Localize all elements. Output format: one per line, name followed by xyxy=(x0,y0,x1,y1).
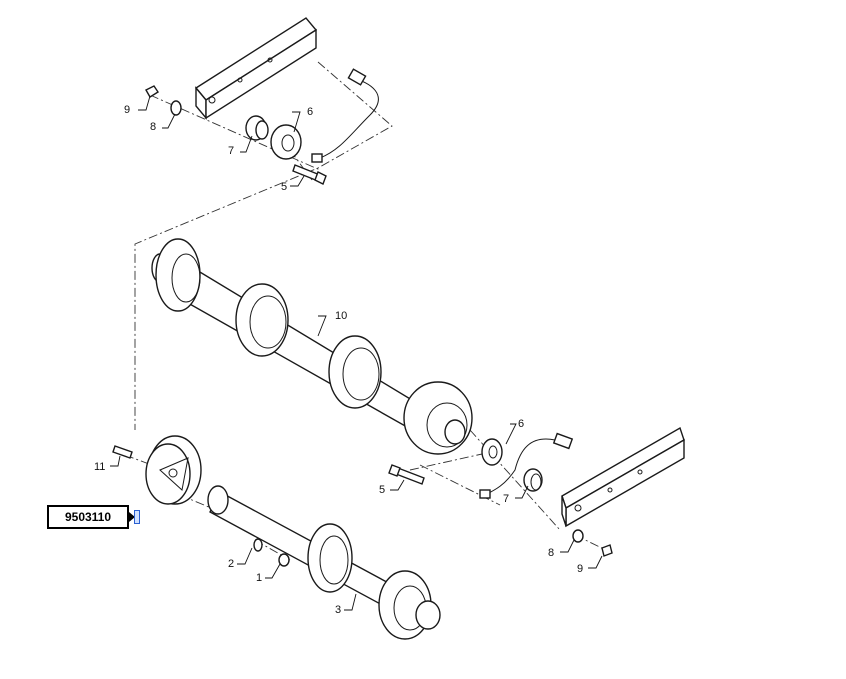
main-roller-shaft xyxy=(151,238,473,455)
label-8-top: 8 xyxy=(150,121,156,133)
bottom-right-hardware xyxy=(572,529,613,557)
lower-shaft xyxy=(207,485,441,640)
label-7-top: 7 xyxy=(228,145,234,157)
label-5-right: 5 xyxy=(379,484,385,496)
label-5-top: 5 xyxy=(281,181,287,193)
right-frame-bracket xyxy=(561,426,685,528)
top-frame-bracket xyxy=(194,17,318,120)
part-number-callout[interactable]: 9503110 xyxy=(47,505,129,529)
part-4-marker[interactable] xyxy=(134,510,140,524)
right-sensor-cable xyxy=(479,432,574,499)
end-hub xyxy=(112,435,202,505)
label-9-bottom: 9 xyxy=(577,563,583,575)
label-10: 10 xyxy=(335,310,347,322)
top-sensor-cable xyxy=(311,68,379,163)
callout-arrow-icon xyxy=(129,512,135,522)
leader-lines xyxy=(110,95,603,611)
label-11: 11 xyxy=(94,461,105,473)
label-9-top: 9 xyxy=(124,104,130,116)
label-6-right: 6 xyxy=(518,418,524,430)
right-hardware xyxy=(388,438,543,492)
label-2: 2 xyxy=(228,558,234,570)
part-number-text: 9503110 xyxy=(64,510,112,524)
label-3: 3 xyxy=(335,604,341,616)
label-6-top: 6 xyxy=(307,106,313,118)
label-1: 1 xyxy=(256,572,262,584)
top-hardware xyxy=(145,85,327,185)
label-8-bottom: 8 xyxy=(548,547,554,559)
label-7-right: 7 xyxy=(503,493,509,505)
part-labels: 9 8 7 6 5 10 6 5 7 8 9 11 2 1 3 xyxy=(94,104,583,616)
